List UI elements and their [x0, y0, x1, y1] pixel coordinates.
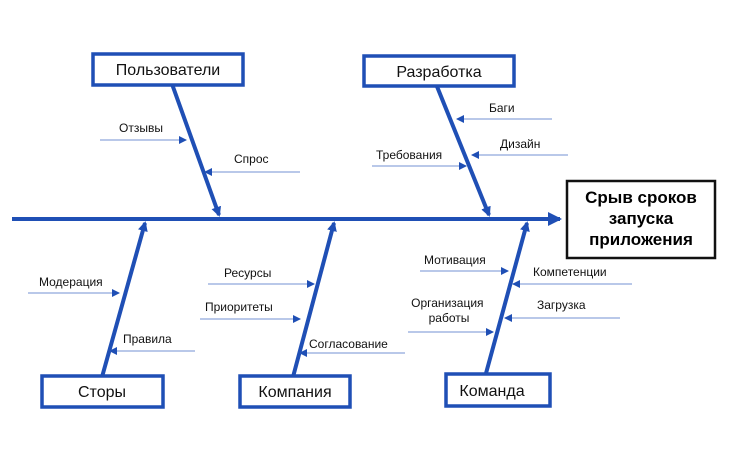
bone-users	[170, 83, 222, 217]
effect-box	[565, 179, 717, 260]
cause-requirements: Требования	[376, 148, 442, 162]
category-box-stores	[40, 374, 165, 409]
bone-company	[291, 221, 337, 378]
effect-line-1: Срыв сроков	[585, 188, 697, 207]
category-label-team: Команда	[459, 383, 524, 400]
category-label-users: Пользователи	[116, 62, 220, 79]
cause-resources: Ресурсы	[224, 266, 271, 280]
bone-development	[434, 83, 491, 217]
category-box-team	[444, 372, 552, 408]
cause-rules: Правила	[123, 332, 172, 346]
effect-line-2: запуска	[609, 209, 674, 228]
cause-priorities: Приоритеты	[205, 300, 273, 314]
cause-competence: Компетенции	[533, 265, 607, 279]
category-label-company: Компания	[258, 384, 331, 401]
category-box-users	[91, 52, 245, 87]
category-label-stores: Сторы	[78, 384, 126, 401]
cause-approval: Согласование	[309, 337, 388, 351]
cause-bugs: Баги	[489, 101, 515, 115]
cause-demand: Спрос	[234, 152, 269, 166]
category-label-development: Разработка	[396, 64, 481, 81]
cause-workload: Загрузка	[537, 298, 586, 312]
cause-feedback: Отзывы	[119, 121, 163, 135]
bone-stores	[100, 221, 148, 378]
cause-design: Дизайн	[500, 137, 540, 151]
effect-line-3: приложения	[589, 230, 693, 249]
category-box-company	[238, 374, 352, 409]
category-box-development	[362, 54, 516, 88]
cause-moderation: Модерация	[39, 275, 103, 289]
cause-motivation: Мотивация	[424, 253, 486, 267]
bone-team	[483, 221, 530, 378]
cause-organization: Организация работы	[411, 296, 487, 325]
